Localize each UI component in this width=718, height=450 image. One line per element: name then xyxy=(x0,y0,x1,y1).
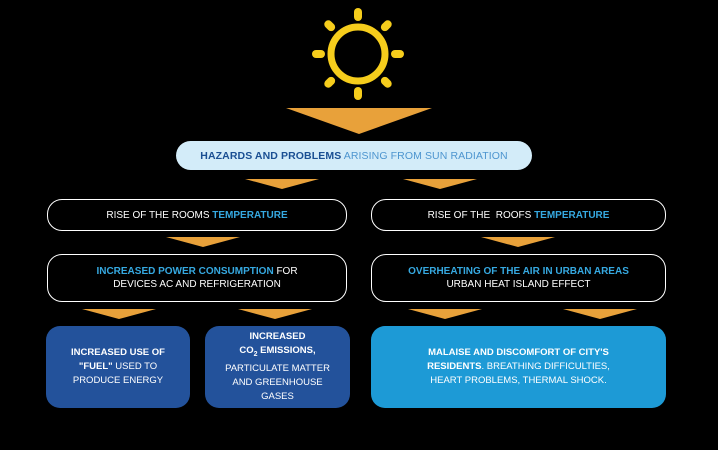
co2-bold2b: EMISSIONS, xyxy=(257,345,316,357)
arrow-down-icon xyxy=(403,179,477,189)
arrow-down-icon xyxy=(82,309,156,319)
malaise-line3: HEART PROBLEMS, THERMAL SHOCK. xyxy=(430,375,607,386)
fuel-bold1: INCREASED USE OF xyxy=(71,347,165,358)
co2-sub: 2 xyxy=(253,350,258,358)
power-accent: INCREASED POWER CONSUMPTION xyxy=(96,266,274,277)
rooms-temperature-box: RISE OF THE ROOMS TEMPERATURE xyxy=(47,199,347,231)
fuel-rest2: USED TO xyxy=(112,361,158,372)
arrow-down-icon xyxy=(245,179,319,189)
banner-rest: ARISING FROM SUN RADIATION xyxy=(341,149,508,162)
rooms-accent: TEMPERATURE xyxy=(212,209,288,221)
arrow-down-icon xyxy=(563,309,637,319)
roofs-accent: TEMPERATURE xyxy=(534,209,610,221)
co2-emissions-box: INCREASED CO2 EMISSIONS, PARTICULATE MAT… xyxy=(205,326,350,408)
power-rest: FOR xyxy=(273,266,298,277)
sun-icon xyxy=(312,8,404,100)
arrow-down-icon xyxy=(166,237,240,247)
banner-bold: HAZARDS AND PROBLEMS xyxy=(200,149,342,162)
overheating-line2: URBAN HEAT ISLAND EFFECT xyxy=(446,279,591,290)
roofs-temperature-box: RISE OF THE ROOFS TEMPERATURE xyxy=(371,199,666,231)
arrow-down-icon xyxy=(408,309,482,319)
overheating-box: OVERHEATING OF THE AIR IN URBAN AREAS UR… xyxy=(371,254,666,302)
banner: HAZARDS AND PROBLEMS ARISING FROM SUN RA… xyxy=(176,141,532,170)
malaise-bold1: MALAISE AND DISCOMFORT OF CITY'S xyxy=(428,347,609,358)
roofs-lead: RISE OF THE ROOFS xyxy=(427,209,535,221)
power-consumption-box: INCREASED POWER CONSUMPTION FOR DEVICES … xyxy=(47,254,347,302)
arrow-down-icon xyxy=(286,108,432,134)
arrow-down-icon xyxy=(238,309,312,319)
overheating-accent: OVERHEATING OF THE AIR IN URBAN AREAS xyxy=(408,266,629,277)
co2-bold2a: CO xyxy=(239,345,254,357)
fuel-line3: PRODUCE ENERGY xyxy=(72,375,164,386)
malaise-rest2: . BREATHING DIFFICULTIES, xyxy=(481,361,610,372)
malaise-box: MALAISE AND DISCOMFORT OF CITY'S RESIDEN… xyxy=(371,326,666,408)
fuel-use-box: INCREASED USE OF "FUEL" USED TO PRODUCE … xyxy=(46,326,190,408)
fuel-bold2: "FUEL" xyxy=(78,361,113,372)
power-line2: DEVICES AC AND REFRIGERATION xyxy=(113,279,281,290)
arrow-down-icon xyxy=(481,237,555,247)
malaise-bold2: RESIDENTS xyxy=(427,361,482,372)
co2-bold1: INCREASED xyxy=(249,331,306,343)
co2-line4: AND GREENHOUSE GASES xyxy=(232,376,323,402)
co2-line3: PARTICULATE MATTER xyxy=(225,362,330,374)
rooms-lead: RISE OF THE ROOMS xyxy=(106,209,213,221)
